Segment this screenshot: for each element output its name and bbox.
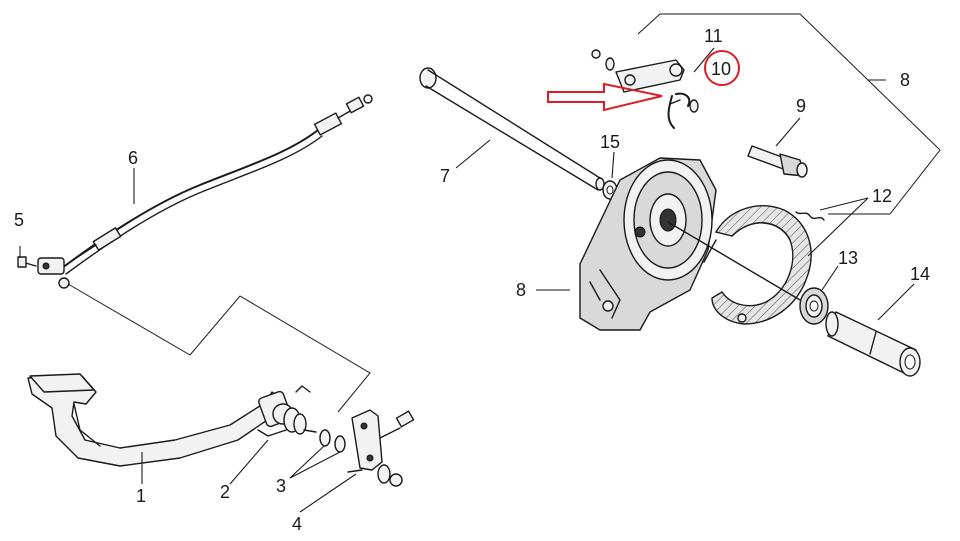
label-part-2: 2 <box>220 482 230 502</box>
label-part-15: 15 <box>600 132 620 152</box>
part-8-brake-backing-plate <box>579 157 717 331</box>
highlight-arrow <box>547 82 663 112</box>
label-part-8-top: 8 <box>900 70 910 90</box>
label-part-3: 3 <box>276 476 286 496</box>
label-part-4: 4 <box>292 514 302 534</box>
axis-line <box>667 221 801 301</box>
part-7-brake-rod <box>419 67 605 191</box>
part-4-link-plate <box>347 409 415 487</box>
label-part-10: 10 <box>711 59 731 79</box>
part-11-cam-lever <box>591 49 685 93</box>
part-12-brake-shoes <box>703 205 825 325</box>
part-10-spring-clip <box>667 92 699 129</box>
part-13-bearing <box>799 287 829 325</box>
leader-lines <box>19 47 915 513</box>
part-6-brake-cable <box>61 94 373 275</box>
group-line-cable-to-lever <box>67 283 371 413</box>
part-9-pivot-pin <box>747 145 808 178</box>
label-part-5: 5 <box>14 210 24 230</box>
part-14-axle-sleeve <box>825 311 921 377</box>
group-line-assembly-8 <box>637 13 941 215</box>
label-part-7: 7 <box>440 166 450 186</box>
part-3-washers <box>319 429 391 484</box>
label-part-11: 11 <box>704 26 723 46</box>
label-part-14: 14 <box>910 264 930 284</box>
part-2-return-spring <box>257 385 317 437</box>
label-part-9: 9 <box>796 96 806 116</box>
label-part-12: 12 <box>872 186 892 206</box>
label-part-6: 6 <box>128 148 138 168</box>
label-part-1: 1 <box>136 486 146 506</box>
part-1-brake-pedal <box>27 373 294 467</box>
part-5-clevis-bolt <box>17 256 70 289</box>
label-part-13: 13 <box>838 248 858 268</box>
highlight-circle <box>704 50 740 86</box>
label-part-8-bottom: 8 <box>516 280 526 300</box>
